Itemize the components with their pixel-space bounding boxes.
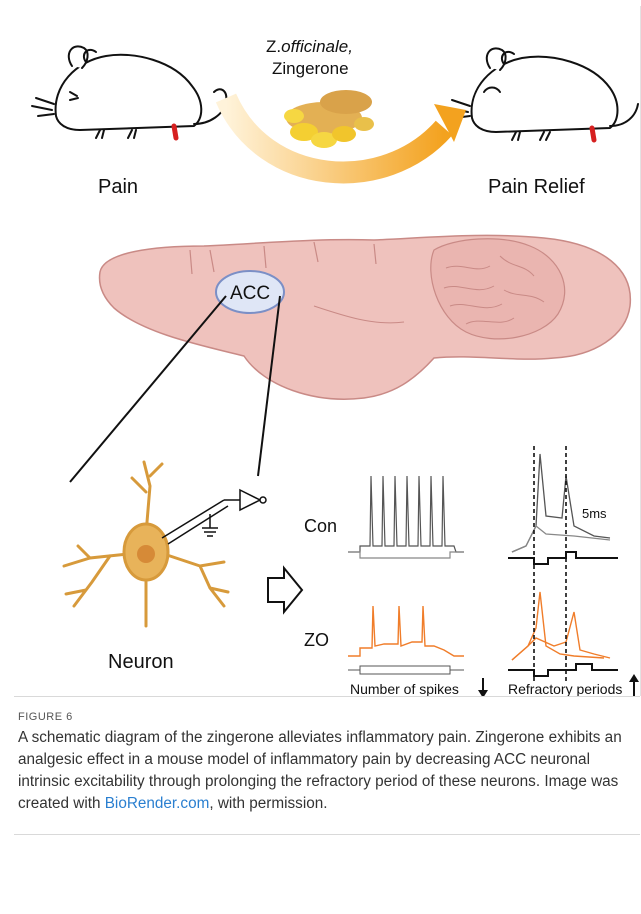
treatment-label-line2: Zingerone: [272, 59, 349, 78]
zo-label: ZO: [304, 630, 329, 650]
brain-illustration: [100, 235, 631, 399]
con-spike-trace: [348, 476, 464, 558]
acc-region: ACC: [216, 271, 284, 313]
pain-relief-label: Pain Relief: [488, 176, 585, 198]
figure-caption: A schematic diagram of the zingerone all…: [18, 727, 628, 815]
result-arrow: [268, 568, 302, 612]
up-arrow-icon: [629, 674, 639, 696]
zo-refractory-trace: [512, 592, 610, 660]
neuron-illustration: [64, 462, 228, 626]
con-refractory-trace: [512, 454, 610, 552]
figure-panel: Z.officinale, Zingerone Pain Pain Relief…: [14, 6, 641, 696]
recording-electrode: [162, 490, 266, 544]
figure-label: FIGURE 6: [18, 711, 73, 723]
zo-pulse-protocol: [508, 664, 618, 676]
ginger-illustration: [284, 90, 374, 148]
con-pulse-protocol: [508, 552, 618, 564]
stimulus-bar: [360, 666, 450, 674]
pain-mouse-illustration: [32, 46, 226, 138]
acc-label: ACC: [230, 283, 270, 304]
treatment-label-line1: Z.officinale,: [266, 37, 353, 56]
con-label: Con: [304, 516, 337, 536]
zo-spike-trace: [348, 606, 464, 656]
pain-relief-mouse-illustration: [448, 48, 638, 140]
time-scale-label: 5ms: [582, 506, 607, 521]
caption-text-end: , with permission.: [209, 795, 327, 812]
biorender-link[interactable]: BioRender.com: [105, 795, 210, 812]
refractory-label: Refractory periods: [508, 681, 622, 696]
down-arrow-icon: [478, 678, 488, 696]
schematic-diagram: Z.officinale, Zingerone Pain Pain Relief…: [14, 6, 640, 696]
neuron-label: Neuron: [108, 651, 174, 673]
spikes-label: Number of spikes: [350, 681, 459, 696]
caption-bottom-divider: [14, 834, 640, 835]
caption-divider: [14, 696, 640, 697]
pain-label: Pain: [98, 176, 138, 198]
